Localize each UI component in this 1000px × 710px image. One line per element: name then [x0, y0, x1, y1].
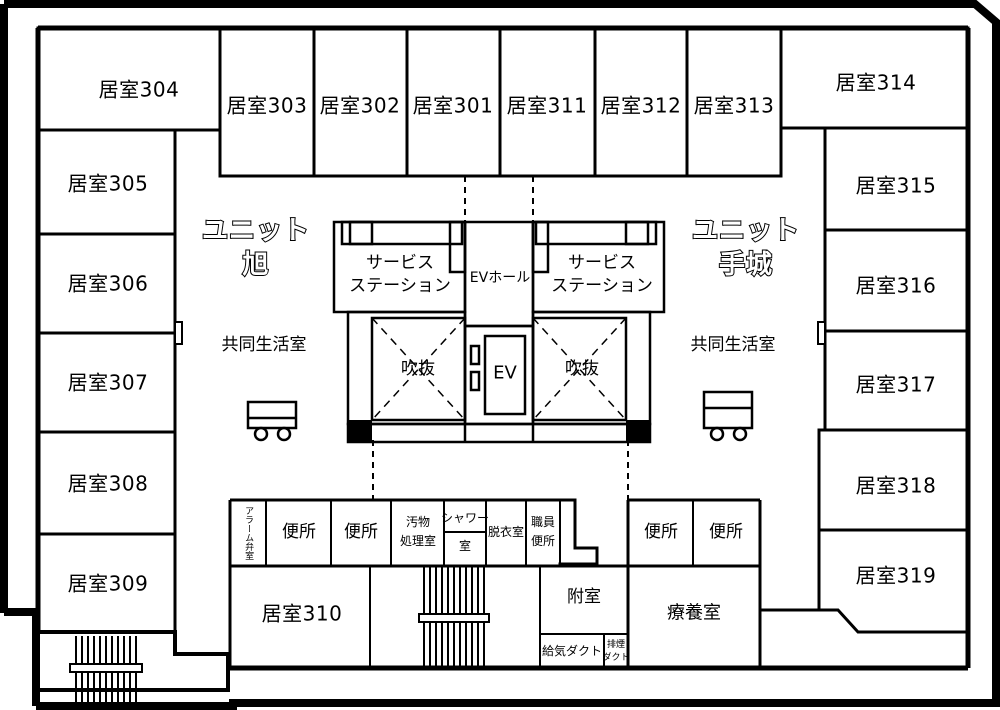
supply-duct-label: 給気ダクト — [541, 644, 603, 659]
common-room-left-label: 共同生活室 — [221, 335, 307, 356]
staff-toilet-label-2: 便所 — [530, 534, 556, 549]
room-319-label: 居室319 — [855, 563, 937, 588]
unit-left-label-line2: 旭 — [241, 249, 270, 281]
shower-room-label-1: シャワー — [440, 511, 490, 526]
toilet-4-label: 便所 — [709, 522, 743, 543]
room-315-label: 居室315 — [855, 173, 937, 198]
common-room-right-label: 共同生活室 — [690, 335, 776, 356]
toilet-3-label: 便所 — [644, 522, 678, 543]
room-314-label: 居室314 — [835, 70, 917, 95]
stairs-left — [69, 636, 143, 704]
room-313-label: 居室313 — [693, 93, 775, 118]
toilet-2-label: 便所 — [344, 522, 378, 543]
room-305-label: 居室305 — [67, 171, 149, 196]
service-station-left-label-2: ステーション — [349, 276, 451, 297]
exhaust-duct-label-1: 排煙 — [606, 639, 626, 650]
room-312-label: 居室312 — [600, 93, 682, 118]
ev-label: EV — [493, 362, 517, 384]
service-station-right-label-1: サービス — [568, 253, 636, 274]
cart-left-icon — [246, 400, 298, 442]
atrium-right-label: 吹抜 — [565, 359, 599, 380]
room-307-label: 居室307 — [67, 370, 149, 395]
toilet-1-label: 便所 — [282, 522, 316, 543]
filth-room-label-2: 処理室 — [399, 534, 437, 549]
room-318-label: 居室318 — [855, 473, 937, 498]
outer-wall-left — [0, 4, 40, 705]
service-station-left-label-1: サービス — [366, 253, 434, 274]
shower-room-label-2: 室 — [458, 539, 472, 554]
cart-right-icon — [702, 390, 754, 442]
room-317-label: 居室317 — [855, 372, 937, 397]
exhaust-duct-label-2: ダクト — [602, 652, 630, 663]
unit-right-label-line2: 手城 — [718, 249, 774, 281]
room-310-label: 居室310 — [261, 601, 343, 626]
ev-hall-label: EVホール — [469, 269, 531, 286]
room-306-label: 居室306 — [67, 271, 149, 296]
room-301-label: 居室301 — [412, 93, 494, 118]
room-308-label: 居室308 — [67, 471, 149, 496]
room-303-label: 居室303 — [226, 93, 308, 118]
service-station-right-label-2: ステーション — [551, 276, 653, 297]
staff-toilet-label-1: 職員 — [530, 515, 556, 530]
unit-left-label-line1: ユニット — [201, 215, 311, 247]
filth-room-label-1: 汚物 — [405, 515, 431, 530]
alarm-valve-room-label: アラーム弁室 — [243, 506, 254, 560]
room-304-label: 居室304 — [98, 77, 180, 102]
atrium-left-label: 吹抜 — [401, 359, 435, 380]
room-309-label: 居室309 — [67, 571, 149, 596]
stairs-center — [418, 566, 490, 668]
annex-label: 附室 — [567, 587, 601, 608]
room-316-label: 居室316 — [855, 273, 937, 298]
room-311-label: 居室311 — [506, 93, 588, 118]
room-302-label: 居室302 — [319, 93, 401, 118]
unit-right-label-line1: ユニット — [691, 215, 801, 247]
room-309 — [36, 532, 177, 634]
treatment-room-label: 療養室 — [667, 602, 721, 624]
changing-room-label: 脱衣室 — [487, 525, 525, 540]
